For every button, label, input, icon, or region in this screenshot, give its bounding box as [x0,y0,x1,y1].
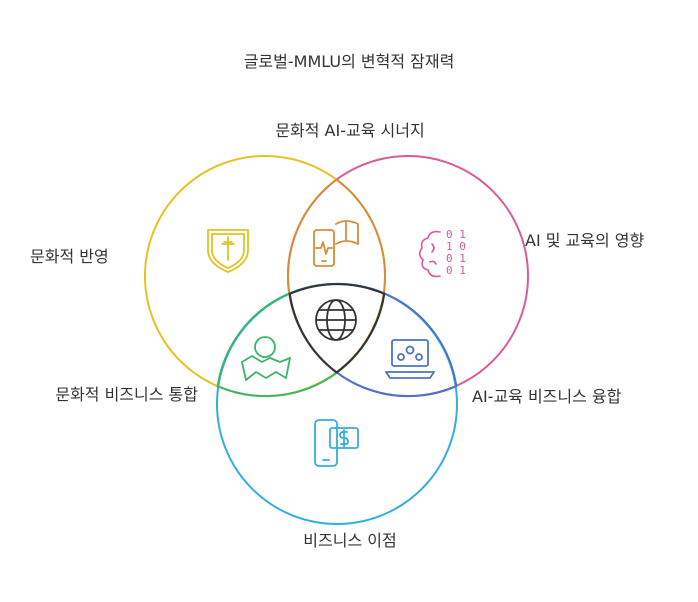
svg-text:0 1: 0 1 [446,264,466,277]
label-cultural-reflection: 문화적 반영 [30,247,109,266]
culture-ai-lens [287,178,386,374]
binary-digits-icon: 0 1 1 0 0 1 0 1 [446,228,466,277]
label-ai-education-impact: AI 및 교육의 영향 [525,231,645,250]
svg-text:0 1: 0 1 [446,228,466,241]
svg-text:1 0: 1 0 [446,240,466,253]
brain-binary-icon [418,230,441,278]
shield-cross-icon [207,229,249,273]
center-region [288,283,386,374]
phone-dollar-icon [314,419,359,467]
ai-education-circle [287,155,529,397]
laptop-people-icon [385,339,435,379]
diagram-title: 글로벌-MMLU의 변혁적 잠재력 [243,52,455,71]
label-culture-ai-synergy: 문화적 AI-교육 시너지 [275,121,425,140]
label-cultural-business-integration: 문화적 비즈니스 통합 [55,385,198,404]
culture-business-lens [216,282,386,398]
label-ai-education-business-fusion: AI-교육 비즈니스 융합 [472,387,622,406]
phone-book-icon [313,220,359,267]
label-business-benefits: 비즈니스 이점 [303,531,397,550]
globe-icon [315,299,357,341]
handshake-globe-icon [241,336,291,381]
svg-text:0 1: 0 1 [446,252,466,265]
ai-business-lens [288,282,458,398]
